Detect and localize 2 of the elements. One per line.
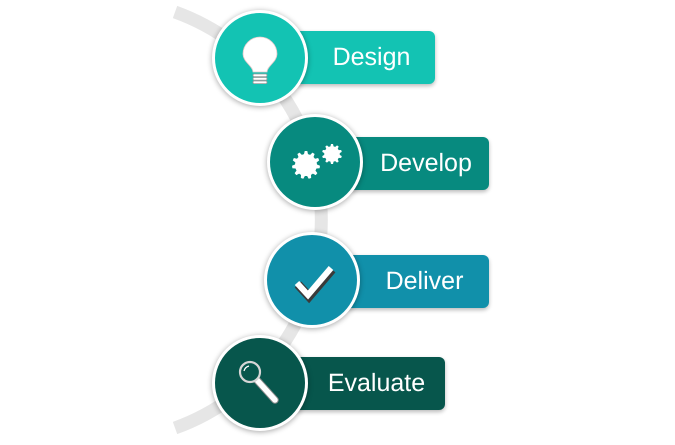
step-label-tab: Develop <box>351 137 489 190</box>
step-label-tab: Deliver <box>348 255 489 308</box>
